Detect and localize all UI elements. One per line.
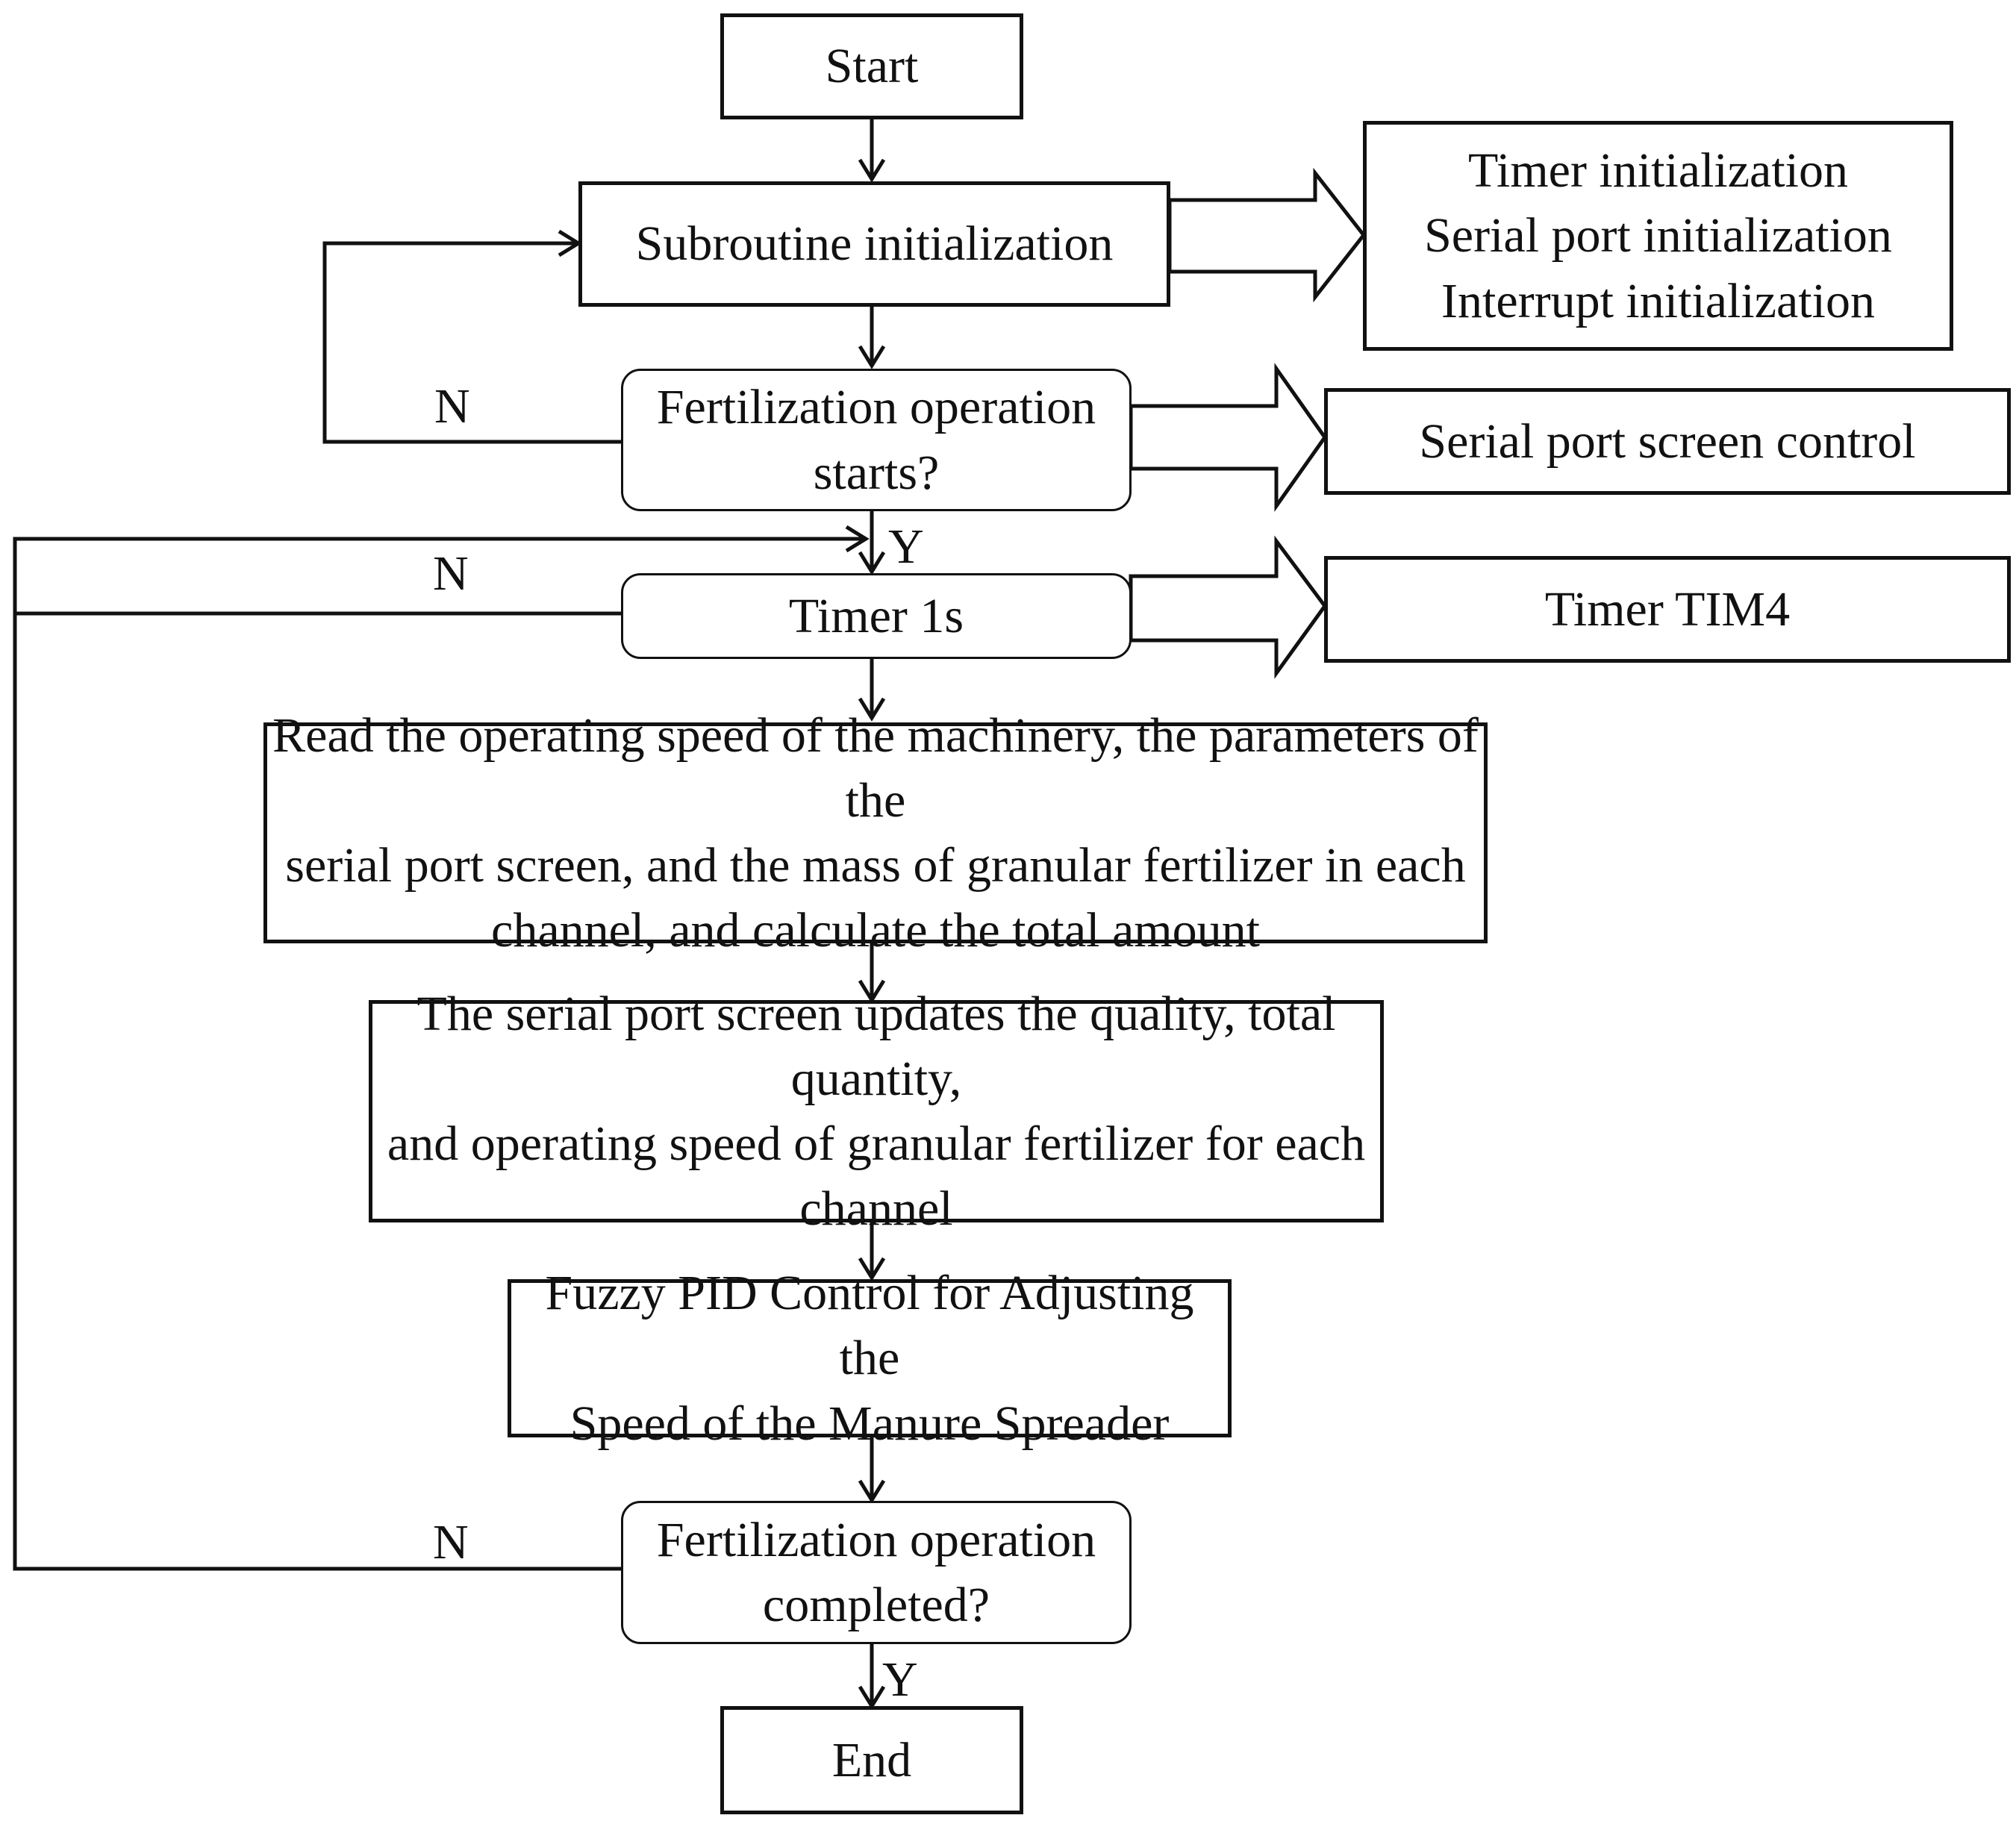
branch-label-y-done: Y bbox=[882, 1652, 918, 1707]
arrowhead bbox=[858, 345, 886, 369]
fuzzy-pid-line-2: Speed of the Manure Spreader bbox=[569, 1396, 1170, 1451]
serial-control-label: Serial port screen control bbox=[1419, 413, 1916, 469]
arrowhead bbox=[858, 551, 886, 575]
block-arrow-tim4 bbox=[1129, 535, 1328, 679]
decision-start-line-2: starts? bbox=[813, 445, 940, 500]
fuzzy-pid-node: Fuzzy PID Control for Adjusting the Spee… bbox=[508, 1266, 1232, 1451]
serial-control-node: Serial port screen control bbox=[1324, 388, 2011, 495]
serial-init-label: Serial port initialization bbox=[1424, 208, 1892, 263]
arrowhead bbox=[845, 525, 870, 553]
timer-1s-label: Timer 1s bbox=[788, 588, 964, 643]
read-params-line-3: channel, and calculate the total amount bbox=[491, 903, 1260, 958]
block-arrow-init bbox=[1167, 167, 1367, 303]
branch-label-y-start: Y bbox=[888, 519, 924, 574]
timer-1s-node: Timer 1s bbox=[621, 573, 1132, 659]
decision-done-node: Fertilization operation completed? bbox=[621, 1501, 1132, 1644]
arrowhead bbox=[858, 158, 886, 183]
arrowhead bbox=[858, 1479, 886, 1504]
end-node: End bbox=[720, 1706, 1023, 1814]
block-arrow-serial bbox=[1129, 363, 1328, 512]
arrowhead bbox=[858, 697, 886, 722]
update-screen-line-2: and operating speed of granular fertiliz… bbox=[387, 1116, 1366, 1171]
decision-done-line-1: Fertilization operation bbox=[656, 1512, 1096, 1567]
subroutine-init-node: Subroutine initialization bbox=[578, 181, 1170, 307]
decision-start-node: Fertilization operation starts? bbox=[621, 369, 1132, 511]
timer-tim4-node: Timer TIM4 bbox=[1324, 556, 2011, 663]
decision-start-line-1: Fertilization operation bbox=[656, 380, 1096, 435]
start-label: Start bbox=[825, 39, 919, 94]
branch-label-n-start: N bbox=[434, 379, 470, 434]
subroutine-init-label: Subroutine initialization bbox=[635, 216, 1114, 272]
arrowhead bbox=[858, 1257, 886, 1281]
read-params-line-1: Read the operating speed of the machiner… bbox=[272, 708, 1479, 828]
decision-done-line-2: completed? bbox=[762, 1578, 990, 1632]
read-params-node: Read the operating speed of the machiner… bbox=[263, 708, 1488, 958]
timer-tim4-label: Timer TIM4 bbox=[1544, 581, 1791, 637]
timer-init-label: Timer initialization bbox=[1467, 143, 1849, 199]
start-node: Start bbox=[720, 13, 1023, 119]
init-list-node: Timer initialization Serial port initial… bbox=[1363, 121, 1953, 351]
update-screen-line-3: channel bbox=[799, 1181, 953, 1237]
read-params-line-2: serial port screen, and the mass of gran… bbox=[285, 838, 1466, 893]
branch-label-n-timer: N bbox=[433, 546, 469, 601]
edge-loop-not-completed bbox=[13, 537, 866, 1571]
fuzzy-pid-line-1: Fuzzy PID Control for Adjusting the bbox=[545, 1266, 1194, 1386]
edge-loop-not-started bbox=[322, 241, 621, 444]
update-screen-node: The serial port screen updates the quali… bbox=[369, 987, 1384, 1236]
end-label: End bbox=[831, 1732, 912, 1787]
branch-label-n-done: N bbox=[433, 1515, 469, 1570]
interrupt-init-label: Interrupt initialization bbox=[1441, 273, 1875, 328]
update-screen-line-1: The serial port screen updates the quali… bbox=[416, 986, 1336, 1106]
